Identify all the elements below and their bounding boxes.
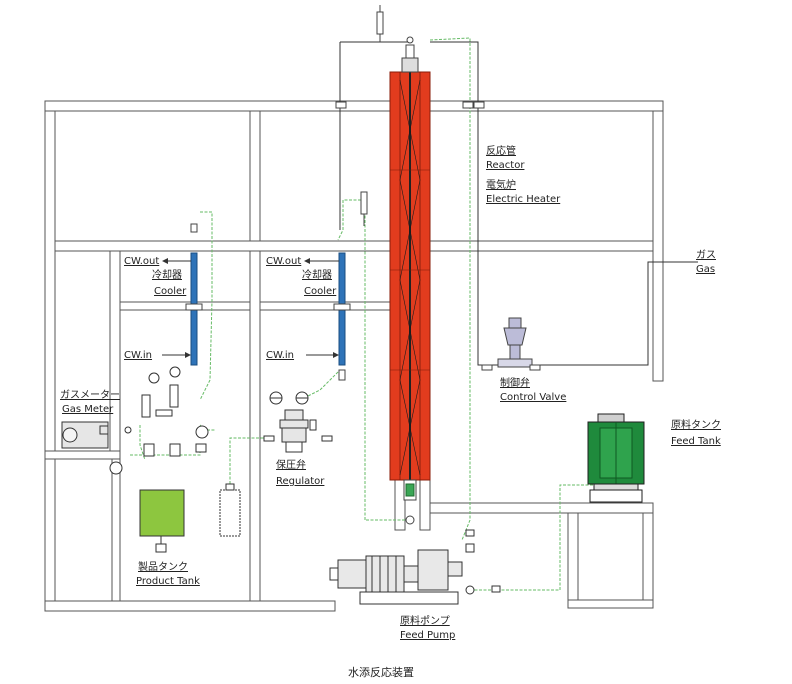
product-tank-label-en: Product Tank: [136, 576, 200, 587]
regulator-label-en: Regulator: [276, 476, 325, 487]
support-frame: [44, 100, 664, 612]
heater-label-jp: 電気炉: [486, 178, 516, 191]
control-valve: [481, 317, 541, 371]
cooler-right-cw-in: CW.in: [266, 350, 294, 361]
cooler-right-cw-out: CW.out: [266, 256, 301, 267]
regulator-label-jp: 保圧弁: [276, 458, 306, 471]
gas-meter-label-jp: ガスメーター: [60, 389, 120, 401]
cooler-left-label-en: Cooler: [154, 286, 187, 297]
filter-vessel: [219, 483, 241, 537]
cooler-left-cw-out: CW.out: [124, 256, 159, 267]
gas-label-en: Gas: [696, 264, 715, 275]
control-valve-label-en: Control Valve: [500, 392, 566, 403]
cooler-right-label-jp: 冷却器: [302, 268, 332, 281]
top-beam-valves: [335, 101, 485, 109]
thermocouple-mid: [360, 191, 368, 226]
cooler-right-label-en: Cooler: [304, 286, 337, 297]
cooler-right: [304, 252, 351, 381]
feed-pump: [329, 529, 501, 605]
pressure-regulator: [263, 391, 333, 453]
gas-label-jp: ガス: [696, 249, 716, 261]
feed-tank-label-jp: 原料タンク: [671, 418, 721, 431]
thermocouple-top: [376, 5, 384, 42]
cooler-left-label-jp: 冷却器: [152, 268, 182, 281]
product-tank: [139, 489, 185, 553]
feed-tank: [587, 413, 645, 503]
diagram-caption: 水添反応装置: [348, 665, 414, 679]
heater-label-en: Electric Heater: [486, 194, 561, 205]
product-side-instruments: [141, 366, 209, 457]
cooler-left: [162, 223, 203, 366]
labels: 反応管 Reactor 電気炉 Electric Heater ガス Gas 制…: [60, 144, 721, 679]
gas-meter: [61, 421, 132, 475]
feed-pump-label-jp: 原料ポンプ: [400, 614, 450, 627]
product-tank-label-jp: 製品タンク: [138, 560, 188, 573]
cooler-left-cw-in: CW.in: [124, 350, 152, 361]
gas-supply-line: [339, 41, 698, 366]
reactor-label-en: Reactor: [486, 160, 525, 171]
feed-pump-label-en: Feed Pump: [400, 630, 455, 641]
gas-meter-label-en: Gas Meter: [62, 404, 114, 415]
feed-tank-label-en: Feed Tank: [671, 436, 721, 447]
control-valve-label-jp: 制御弁: [500, 376, 530, 389]
reactor-label-jp: 反応管: [486, 144, 516, 157]
reactor-assembly: [389, 36, 431, 525]
